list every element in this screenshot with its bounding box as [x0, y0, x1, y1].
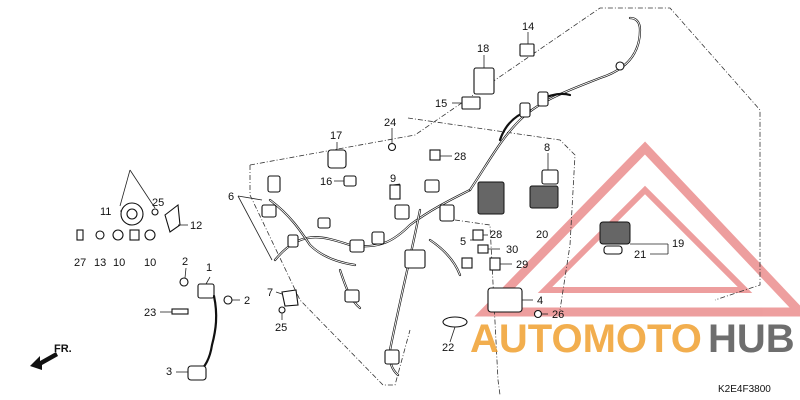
- leader-lines: [119, 32, 669, 373]
- label-part-16: 16: [320, 176, 332, 188]
- label-part-3: 3: [166, 366, 172, 378]
- part-18-relay-box: [473, 67, 495, 95]
- label-part-8: 8: [544, 142, 550, 154]
- label-part-5: 5: [460, 236, 466, 248]
- part-12-bracket: [164, 203, 181, 233]
- label-part-29: 29: [516, 259, 528, 271]
- part-24-bolt: [387, 142, 397, 152]
- part-16-connector: [343, 175, 357, 187]
- label-part-26: 26: [552, 309, 564, 321]
- label-part-19: 19: [672, 238, 684, 250]
- part-22-band: [442, 316, 468, 328]
- label-part-10-b: 10: [144, 257, 156, 269]
- part-1-cable-terminal: [197, 283, 215, 299]
- label-part-14: 14: [522, 21, 534, 33]
- label-part-15: 15: [435, 98, 447, 110]
- part-25-bolt-lower: [278, 306, 286, 314]
- diagram-code: K2E4F3800: [718, 384, 771, 395]
- label-part-21: 21: [634, 249, 646, 261]
- front-arrow-icon: [30, 352, 58, 370]
- label-part-1: 1: [206, 262, 212, 274]
- part-28-clip-lower: [472, 229, 484, 241]
- part-29-clip: [489, 257, 501, 271]
- part-2-nut-b: [223, 295, 233, 305]
- part-15-relay: [461, 96, 481, 110]
- main-harness: [261, 16, 642, 377]
- part-13-washer: [95, 230, 105, 240]
- part-7-bracket: [281, 289, 299, 307]
- watermark-triangle-inner: [537, 185, 753, 293]
- label-part-2-b: 2: [244, 295, 250, 307]
- label-part-12: 12: [190, 220, 202, 232]
- label-part-9: 9: [390, 173, 396, 185]
- part-8-connector: [541, 169, 559, 185]
- label-part-18: 18: [477, 43, 489, 55]
- label-part-25-lower: 25: [275, 322, 287, 334]
- part-4-fuse-box: [487, 287, 523, 313]
- label-part-7: 7: [267, 287, 273, 299]
- part-10-washer-b: [144, 229, 156, 241]
- watermark-text-right: HUB: [708, 317, 795, 361]
- part-10-washer-a: [112, 229, 124, 241]
- label-part-17: 17: [330, 130, 342, 142]
- part-28-clip-upper: [429, 149, 441, 161]
- watermark-logo: [474, 141, 800, 317]
- part-26-bolt: [533, 309, 543, 319]
- part-20-control-unit: [529, 185, 559, 209]
- label-part-24: 24: [384, 117, 396, 129]
- watermark-triangle-outer: [474, 141, 800, 317]
- part-27-bolt: [76, 229, 84, 241]
- direction-label: FR.: [54, 343, 72, 355]
- harness-clip: [461, 257, 473, 269]
- part-14-relay: [519, 43, 535, 57]
- part-3-cable-end: [187, 365, 207, 381]
- part-2-nut-a: [179, 277, 189, 287]
- part-9-bracket: [389, 184, 401, 200]
- part-23-bolt: [171, 308, 189, 315]
- part-21-grommet: [603, 245, 623, 255]
- label-part-11: 11: [100, 206, 111, 218]
- part-numbers: 14 18 15 17 24 28 8 16 9 6 25 11 12 20 5…: [74, 21, 684, 378]
- watermark-text-left: AUTOMOTO: [470, 317, 702, 361]
- watermark-text: AUTOMOTO HUB: [470, 317, 795, 361]
- label-part-4: 4: [537, 295, 543, 307]
- part-30-clip: [477, 244, 489, 254]
- label-part-10-a: 10: [113, 257, 125, 269]
- label-part-23: 23: [144, 307, 156, 319]
- part-19-switch: [599, 221, 631, 245]
- label-part-27: 27: [74, 257, 86, 269]
- part-17-connector: [327, 149, 347, 169]
- label-part-25-upper: 25: [152, 197, 164, 209]
- label-part-22: 22: [442, 342, 454, 354]
- front-direction-indicator: FR.: [30, 343, 72, 370]
- label-part-30: 30: [506, 244, 518, 256]
- label-part-28-upper: 28: [454, 151, 466, 163]
- label-part-28-lower: 28: [490, 229, 502, 241]
- label-part-2-a: 2: [182, 256, 188, 268]
- label-part-6: 6: [228, 191, 234, 203]
- part-25-bolt-upper: [151, 208, 159, 216]
- label-part-20: 20: [536, 229, 548, 241]
- label-part-13: 13: [94, 257, 106, 269]
